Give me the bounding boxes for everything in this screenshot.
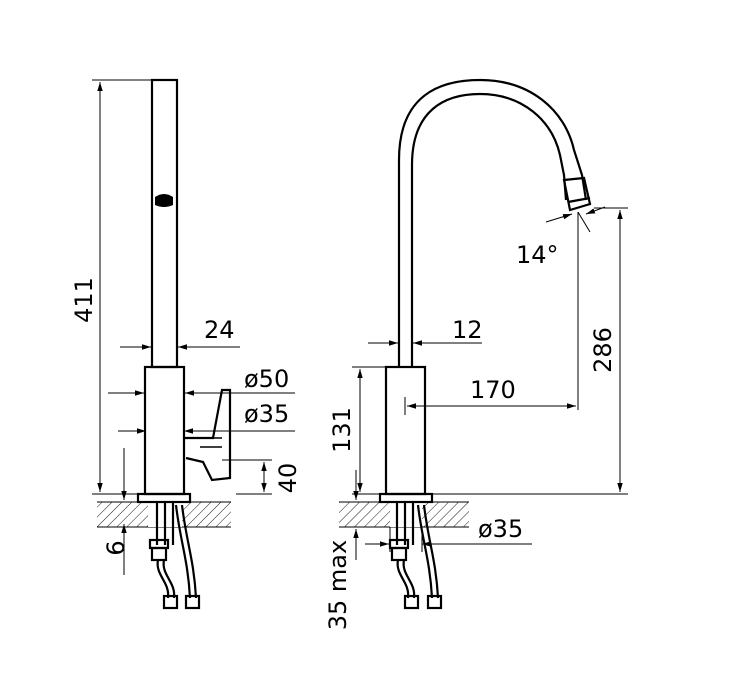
dim-o35-left: ø35 bbox=[244, 400, 289, 428]
left-body bbox=[143, 365, 186, 496]
dim-286: 286 bbox=[589, 327, 617, 373]
dim-40: 40 bbox=[274, 463, 302, 494]
dim-131: 131 bbox=[328, 407, 356, 453]
left-mounting-hoses bbox=[148, 502, 201, 610]
spout-nozzle-icon bbox=[562, 176, 592, 212]
dim-170: 170 bbox=[470, 376, 516, 404]
dim-o35-right: ø35 bbox=[478, 515, 523, 543]
left-spout-tube bbox=[150, 78, 179, 369]
right-mounting-hoses bbox=[388, 502, 443, 610]
right-body bbox=[384, 365, 427, 496]
dim-35max: 35 max bbox=[324, 540, 352, 630]
left-view: 411 24 ø50 ø35 40 6 bbox=[70, 78, 302, 610]
gooseneck-spout bbox=[397, 78, 588, 367]
dim-24: 24 bbox=[204, 316, 235, 344]
aerator-icon bbox=[155, 194, 173, 207]
dim-o50: ø50 bbox=[244, 365, 289, 393]
right-base-plate bbox=[378, 492, 434, 504]
dim-6: 6 bbox=[102, 540, 130, 555]
lever-handle-icon bbox=[184, 388, 232, 482]
left-base-plate bbox=[136, 492, 192, 504]
dim-411: 411 bbox=[70, 277, 98, 323]
right-view: 14° 12 131 170 286 ø35 35 max bbox=[324, 78, 628, 630]
dim-14deg: 14° bbox=[516, 241, 559, 269]
dim-12: 12 bbox=[452, 316, 483, 344]
